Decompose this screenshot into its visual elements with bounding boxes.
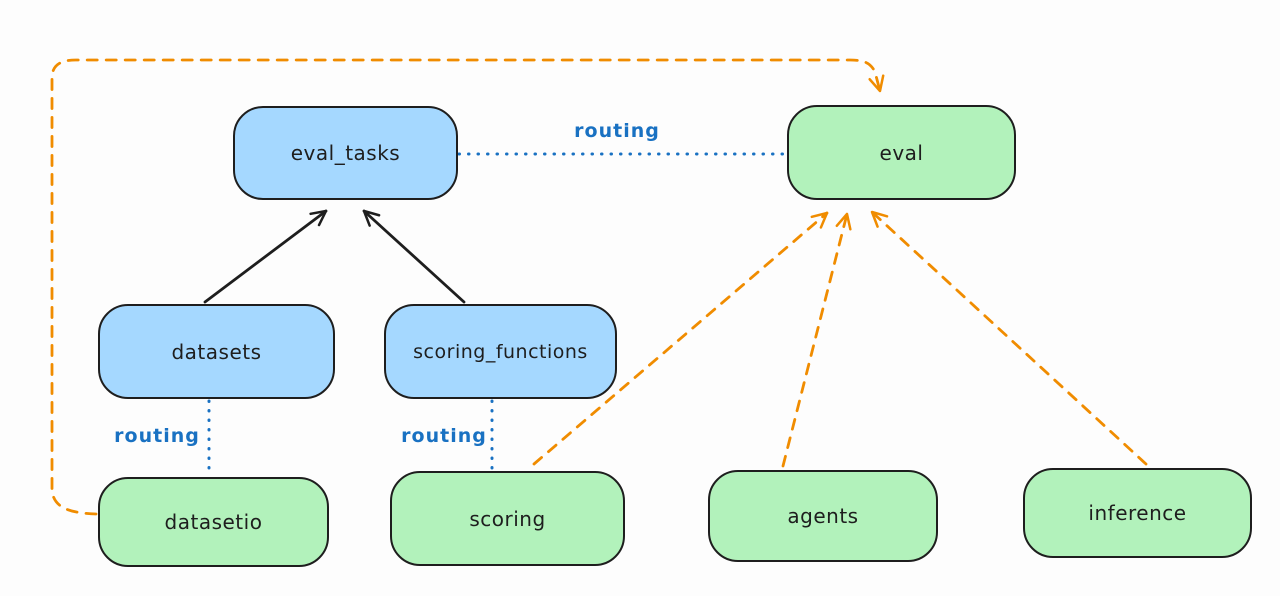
edge-inference-to-eval [870, 210, 1148, 466]
edge-label-routing-datasets-datasetio: routing [114, 425, 200, 447]
node-eval: eval [787, 105, 1016, 200]
node-scoring-label: scoring [469, 506, 546, 531]
node-agents: agents [708, 470, 938, 562]
node-datasets: datasets [98, 304, 335, 399]
edge-scoring-functions-to-eval-tasks [362, 209, 466, 304]
edge-agents-to-eval [781, 212, 852, 468]
edge-datasetio-to-eval [50, 58, 885, 516]
node-inference-label: inference [1088, 501, 1187, 525]
node-eval-tasks-label: eval_tasks [290, 141, 401, 165]
node-scoring-functions-label: scoring_functions [413, 340, 588, 363]
node-datasetio: datasetio [98, 477, 329, 567]
edge-datasets-to-eval-tasks [203, 209, 328, 304]
node-eval-tasks: eval_tasks [233, 106, 458, 200]
node-scoring: scoring [390, 471, 625, 566]
edge-label-routing-eval-tasks-eval: routing [574, 120, 660, 142]
node-inference: inference [1023, 468, 1252, 558]
node-scoring-functions: scoring_functions [384, 304, 617, 399]
node-agents-label: agents [787, 504, 859, 528]
node-datasetio-label: datasetio [164, 510, 263, 534]
node-datasets-label: datasets [171, 339, 262, 364]
edge-scoring-to-eval [532, 211, 829, 466]
edge-label-routing-scoring-functions-scoring: routing [401, 425, 487, 447]
node-eval-label: eval [879, 140, 924, 165]
